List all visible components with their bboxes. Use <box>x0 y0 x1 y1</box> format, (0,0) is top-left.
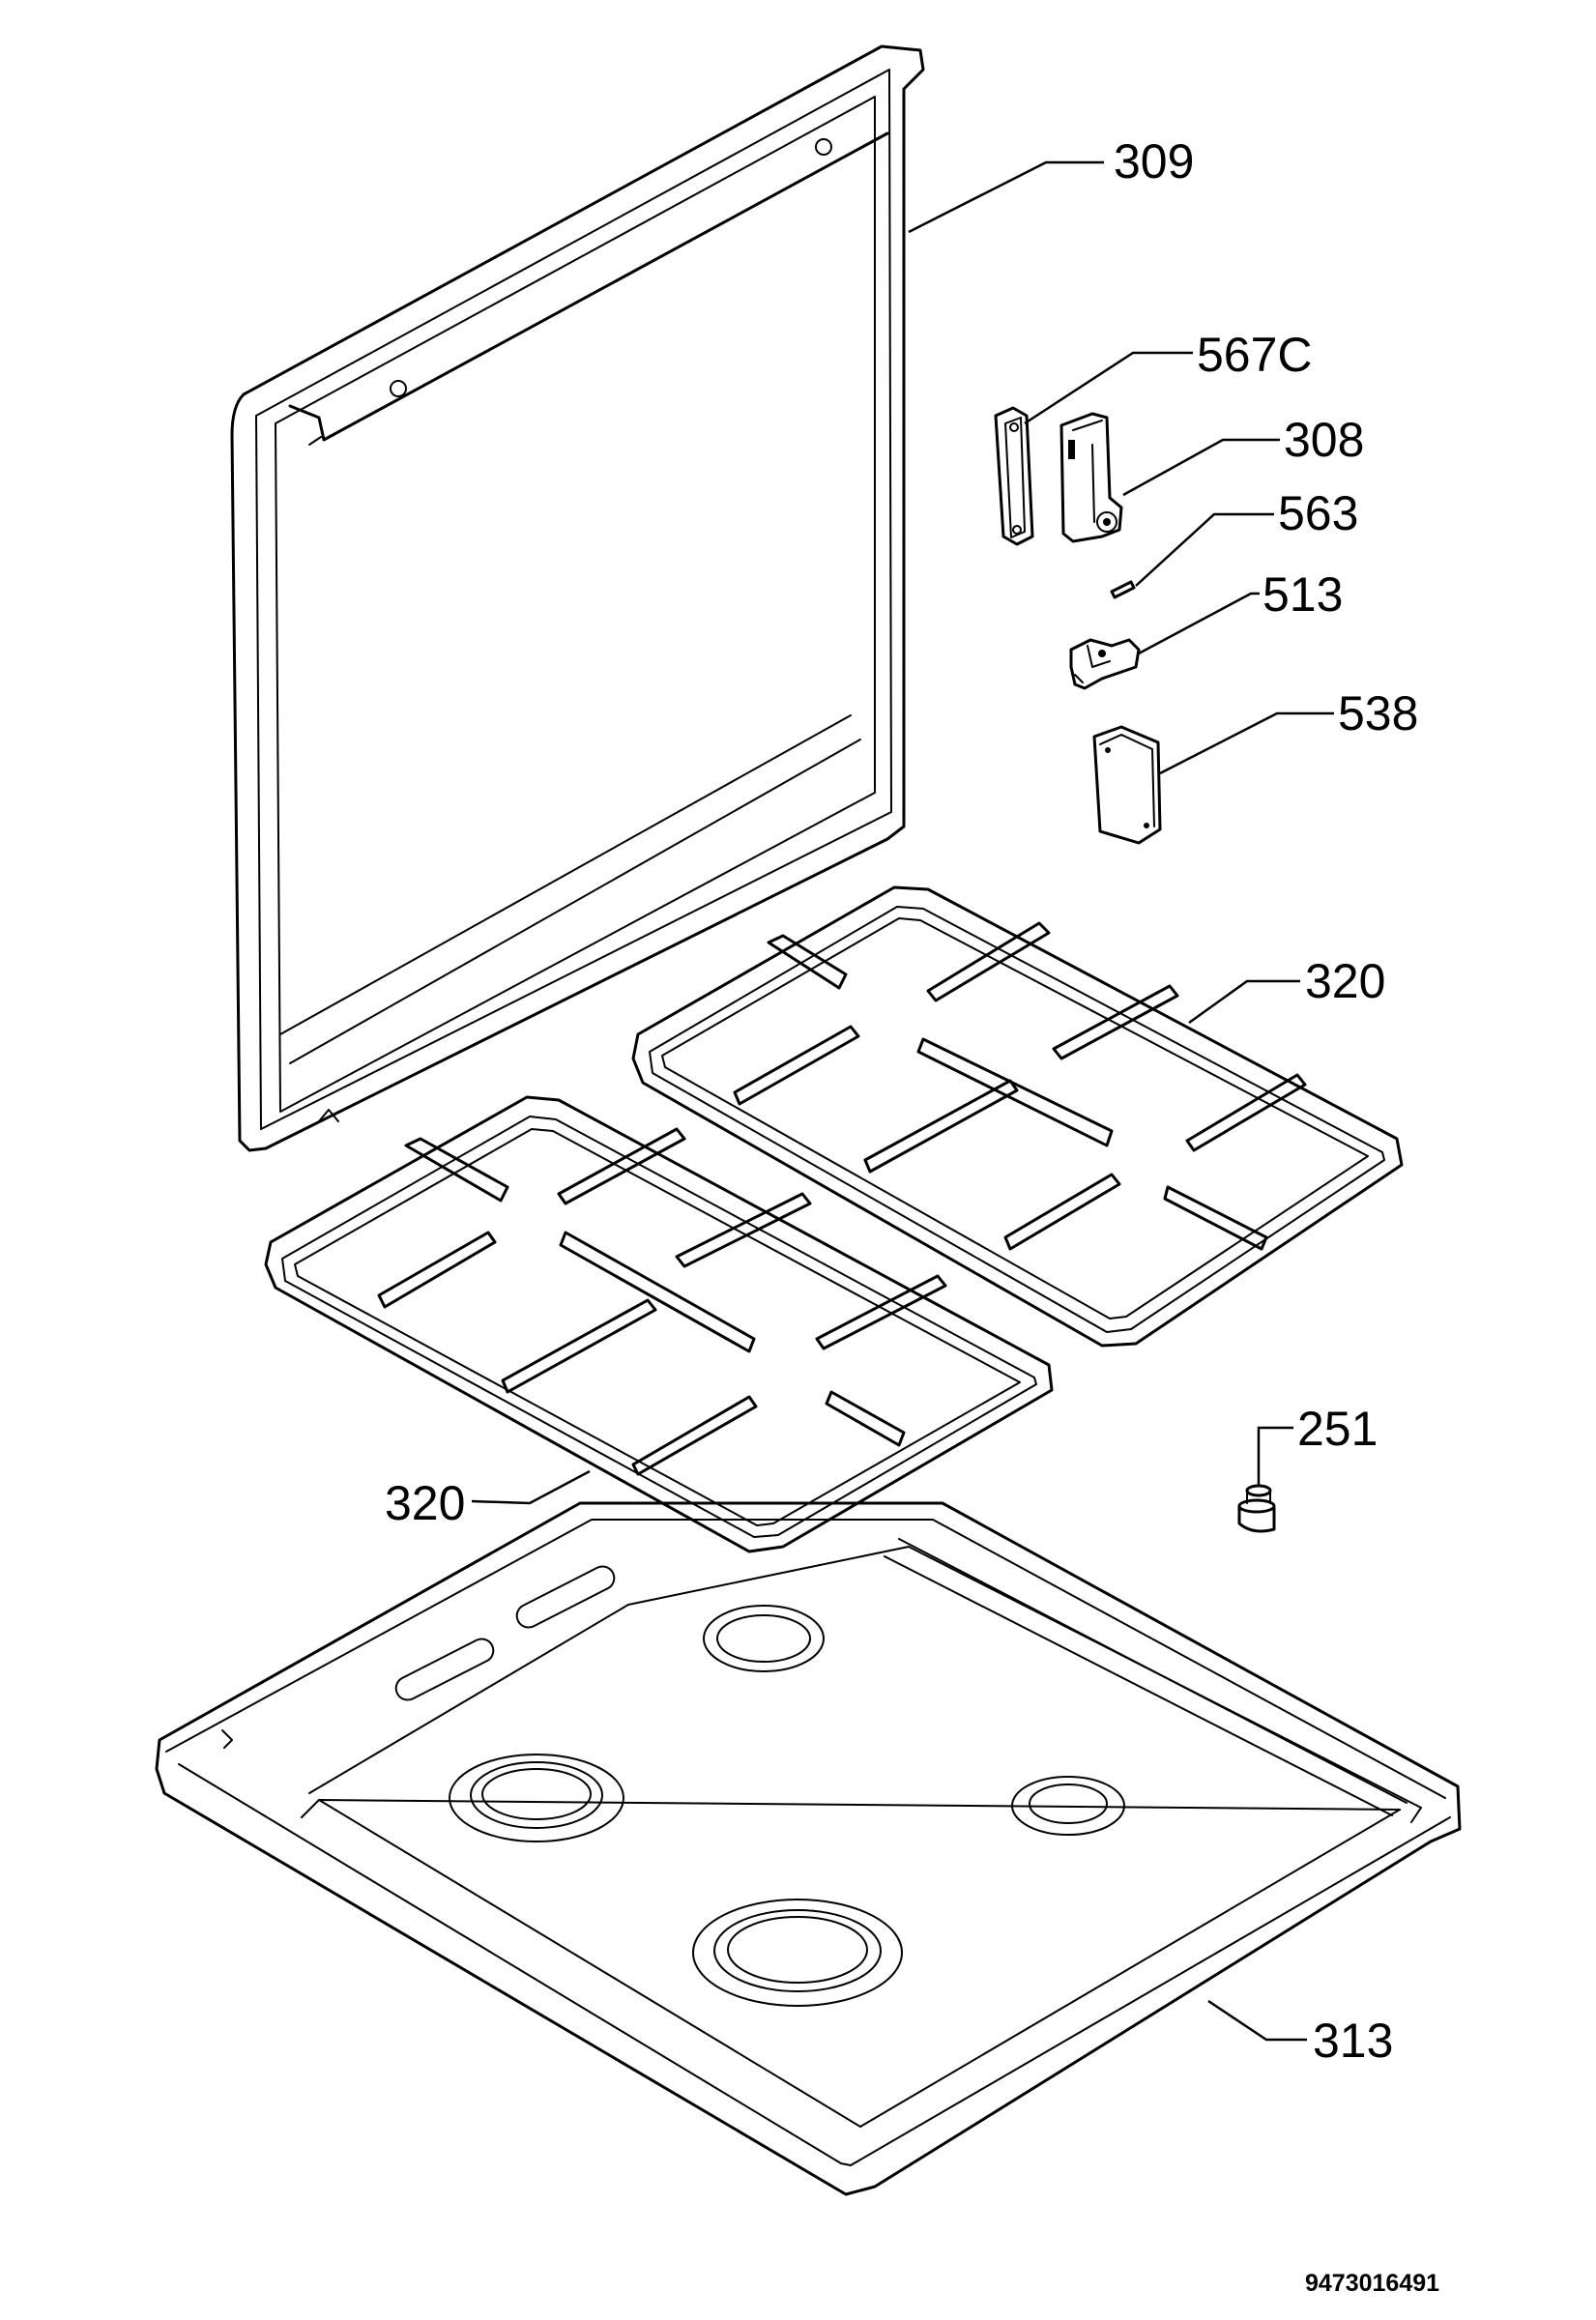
label-513: 513 <box>1262 567 1343 622</box>
leader-320-left <box>471 1469 591 1505</box>
leader-320-right <box>1188 979 1300 1025</box>
label-251: 251 <box>1297 1402 1378 1456</box>
hinge-308 <box>1059 412 1123 543</box>
leader-lines <box>471 160 1334 2042</box>
leader-513 <box>1138 592 1260 655</box>
cover-plate-538 <box>1092 725 1162 845</box>
leader-313 <box>1207 1999 1307 2042</box>
pan-grid-left-320 <box>264 1095 1054 1553</box>
bracket-513 <box>1069 638 1141 690</box>
leader-538 <box>1159 711 1334 775</box>
lid-309 <box>230 44 925 1152</box>
label-320-left: 320 <box>385 1476 465 1530</box>
document-number: 9473016491 <box>1305 2270 1439 2297</box>
hinge-plate-567c <box>994 406 1034 546</box>
pin-563 <box>1110 580 1136 599</box>
leader-567c <box>1024 351 1193 425</box>
leader-563 <box>1135 512 1274 587</box>
hob-top-313 <box>155 1501 1462 2196</box>
leader-251 <box>1257 1426 1293 1485</box>
label-313: 313 <box>1313 2014 1393 2068</box>
label-563: 563 <box>1278 486 1358 540</box>
leader-308 <box>1122 438 1280 497</box>
label-308: 308 <box>1284 413 1364 467</box>
leader-309 <box>908 160 1104 234</box>
foot-251 <box>1237 1484 1276 1533</box>
pan-grid-right-320 <box>631 885 1404 1348</box>
label-309: 309 <box>1114 134 1194 188</box>
label-320-right: 320 <box>1305 954 1385 1008</box>
label-538: 538 <box>1338 686 1418 740</box>
part-labels: 309 567C 308 563 513 538 320 320 251 313 <box>385 134 1418 2068</box>
label-567c: 567C <box>1197 328 1313 382</box>
